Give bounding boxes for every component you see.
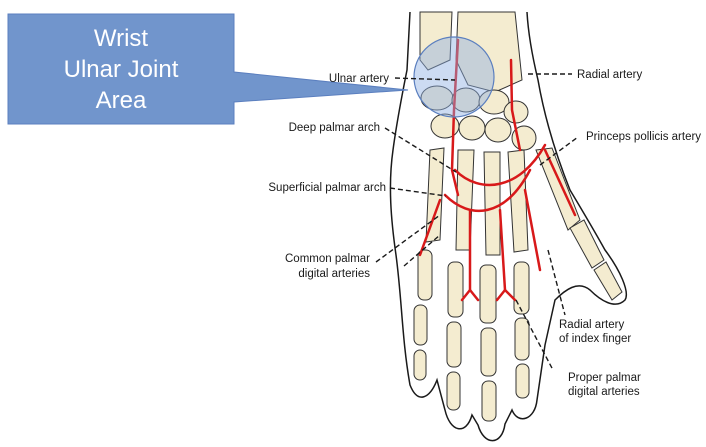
callout-line-3: Area (96, 85, 147, 116)
callout-line-2: Ulnar Joint (64, 54, 179, 85)
label-common-palmar-2: digital arteries (298, 268, 370, 280)
callout-label: Wrist Ulnar Joint Area (8, 14, 234, 124)
common-digital-3 (500, 210, 505, 290)
thumb-bones (570, 220, 622, 300)
label-superficial-palmar-arch: Superficial palmar arch (268, 182, 386, 194)
wrist-highlight-circle (414, 37, 494, 117)
finger-phalanges (414, 250, 529, 421)
label-ulnar-artery: Ulnar artery (329, 73, 389, 85)
label-deep-palmar-arch: Deep palmar arch (289, 122, 380, 134)
label-common-palmar-1: Common palmar (285, 253, 370, 265)
label-radial-index-2: of index finger (559, 333, 631, 345)
callout-line-1: Wrist (94, 23, 148, 54)
label-proper-palmar-2: digital arteries (568, 386, 640, 398)
label-princeps-pollicis-artery: Princeps pollicis artery (586, 131, 701, 143)
label-radial-index-1: Radial artery (559, 319, 624, 331)
label-radial-artery: Radial artery (577, 69, 642, 81)
label-proper-palmar-1: Proper palmar (568, 372, 641, 384)
